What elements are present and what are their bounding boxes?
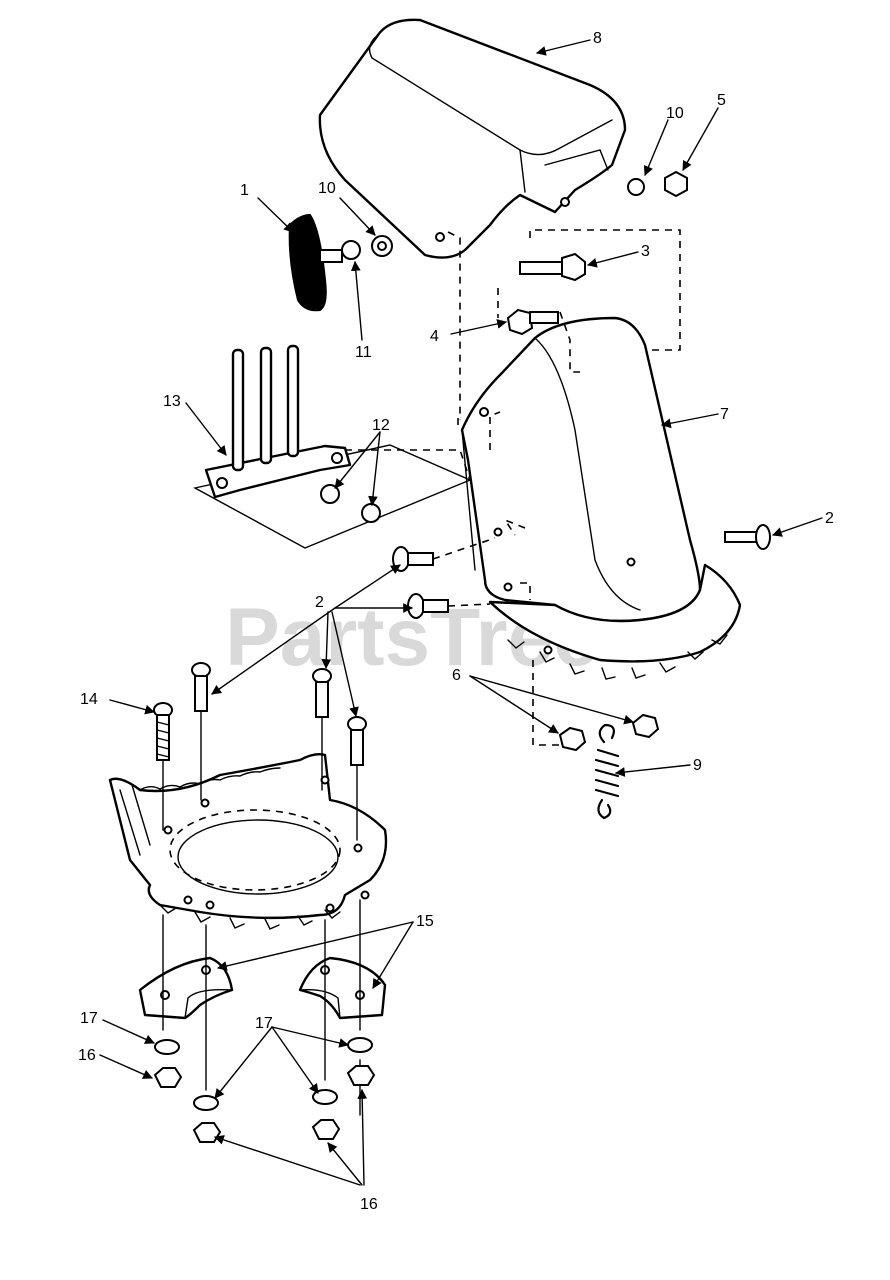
nut-part-6-right	[631, 713, 660, 739]
callout-1: 1	[240, 182, 249, 199]
washer-part-17-center-right	[312, 1089, 338, 1105]
callout-15: 15	[416, 913, 434, 930]
screw-part-2-lower-a	[191, 662, 211, 712]
callout-11: 11	[355, 344, 372, 361]
screw-part-2-lower-c	[347, 716, 367, 766]
callout-6: 6	[452, 667, 461, 684]
washer-part-10-right	[627, 178, 645, 196]
bolt-part-3	[519, 252, 586, 282]
callout-3: 3	[641, 243, 650, 260]
washer-part-17-center-left	[193, 1095, 219, 1111]
bracket-part-13	[193, 344, 472, 549]
deflector-cap-part-8	[318, 18, 627, 420]
callout-5: 5	[717, 92, 726, 109]
callout-4: 4	[430, 328, 439, 345]
callout-17-center: 17	[255, 1015, 273, 1032]
screw-part-2-upper	[392, 546, 434, 572]
callout-14: 14	[80, 691, 98, 708]
bolt-part-4	[506, 308, 559, 336]
callout-13: 13	[163, 393, 181, 410]
leader-lines	[99, 39, 823, 1186]
nut-part-16-right	[346, 1065, 376, 1086]
callout-7: 7	[720, 406, 729, 423]
callout-2-right: 2	[825, 510, 834, 527]
callout-17-left: 17	[80, 1010, 98, 1027]
screw-part-14	[153, 702, 173, 761]
washer-part-11	[341, 240, 361, 260]
upper-chute-part-7	[457, 316, 742, 680]
callout-12: 12	[372, 417, 390, 434]
callout-16-bottom: 16	[360, 1196, 378, 1213]
nut-part-16-center-right	[311, 1119, 341, 1140]
nut-part-16-left	[153, 1067, 183, 1088]
lower-chute-ring	[108, 752, 388, 930]
spring-part-9	[594, 723, 620, 820]
callout-8: 8	[593, 30, 602, 47]
clamp-part-15-right	[298, 956, 387, 1020]
screw-part-2-right	[724, 524, 771, 550]
washer-part-17-left	[154, 1039, 180, 1055]
nut-part-5	[664, 170, 688, 198]
callout-10-right: 10	[666, 105, 684, 122]
screw-part-2-lower-b	[312, 668, 332, 718]
nut-part-16-center-left	[192, 1122, 222, 1143]
callout-16-left: 16	[78, 1047, 96, 1064]
callout-labels: 8 1 10 10 5 3 11 4 7 13 12 2 2 6 9 14 15…	[78, 30, 834, 1213]
nut-part-6-left	[558, 726, 587, 752]
clamp-part-15-left	[138, 956, 234, 1020]
callout-9: 9	[693, 757, 702, 774]
callout-2-center: 2	[315, 594, 324, 611]
callout-10-left: 10	[318, 180, 336, 197]
washer-part-17-right	[347, 1037, 373, 1053]
hand-knob-part-1	[288, 213, 343, 312]
